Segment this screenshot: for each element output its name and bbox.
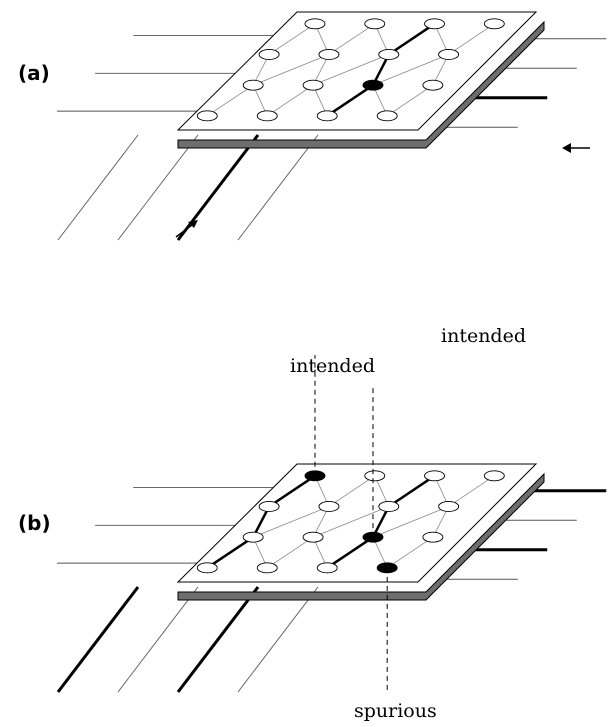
- annotation-intended-1: intended: [290, 355, 375, 377]
- top-plate: [176, 11, 538, 131]
- lattice-link: [328, 23, 375, 55]
- lattice-node: [242, 79, 264, 91]
- lattice-link: [388, 474, 436, 508]
- lattice-link: [268, 23, 316, 55]
- base-plate: [177, 20, 545, 149]
- lattice-node: [256, 562, 278, 574]
- lattice-node: [378, 49, 400, 60]
- lattice-node: [316, 110, 338, 122]
- lattice-node: [376, 110, 398, 122]
- annotation-intended-2: intended: [441, 325, 526, 347]
- column-wire: [176, 586, 260, 693]
- lattice-link: [328, 475, 375, 507]
- top-plate: [176, 463, 538, 583]
- panel-a: [57, 11, 607, 241]
- base-plate: [177, 472, 545, 601]
- lattice-node: [483, 18, 505, 30]
- column-wire: [117, 134, 199, 241]
- lattice-node: [378, 501, 400, 512]
- lattice-node: [196, 110, 218, 122]
- lattice-link: [372, 506, 449, 538]
- lattice-node: [258, 501, 280, 512]
- annotation-spurious: spurious: [354, 700, 437, 722]
- lattice-node: [422, 531, 444, 543]
- lattice-node: [318, 501, 340, 512]
- lattice-link: [372, 54, 449, 86]
- column-wire: [237, 134, 319, 241]
- lattice-link: [388, 22, 436, 56]
- panel-b-label: (b): [18, 511, 51, 535]
- column-wire: [56, 586, 140, 693]
- lattice-link: [312, 54, 389, 86]
- lattice-node: [318, 49, 340, 60]
- lattice-node: [304, 18, 326, 30]
- lattice-link: [386, 84, 434, 117]
- lattice-node: [483, 470, 505, 482]
- lattice-link: [326, 84, 374, 117]
- lattice-link: [267, 536, 314, 569]
- lattice-link: [206, 536, 254, 569]
- column-wire: [57, 134, 139, 241]
- lattice-node: [316, 562, 338, 574]
- lattice-link: [312, 506, 389, 538]
- column-wire: [117, 586, 199, 693]
- lattice-node: [302, 531, 324, 543]
- lattice-link: [268, 474, 316, 508]
- lattice-node: [422, 79, 444, 91]
- lattice-node: [424, 18, 445, 30]
- column-wire: [176, 134, 260, 241]
- lattice-link: [207, 84, 254, 117]
- lattice-node: [258, 49, 280, 60]
- input-arrow-right-head: [562, 143, 571, 153]
- lattice-node: [302, 79, 324, 91]
- lattice-node: [438, 501, 460, 512]
- panel-a-label: (a): [18, 61, 50, 85]
- lattice-node: [364, 18, 386, 30]
- selected-node: [362, 79, 384, 91]
- lattice-link: [253, 506, 330, 538]
- lattice-link: [267, 84, 314, 117]
- input-arrow-left-head: [188, 220, 198, 228]
- column-wire: [237, 586, 319, 693]
- lattice-link: [448, 23, 495, 55]
- lattice-node: [364, 470, 386, 482]
- lattice-link: [253, 54, 330, 86]
- lattice-node: [242, 531, 264, 543]
- panel-b: [56, 355, 607, 693]
- lattice-node: [438, 49, 460, 60]
- lattice-link: [448, 475, 495, 507]
- lattice-link: [386, 536, 434, 569]
- lattice-node: [424, 470, 445, 482]
- lattice-node: [256, 110, 278, 122]
- lattice-node: [196, 562, 218, 574]
- lattice-link: [326, 536, 374, 569]
